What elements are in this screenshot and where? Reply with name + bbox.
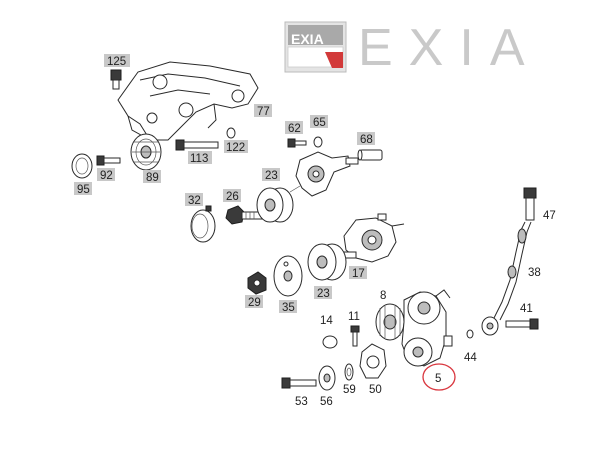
callout-5: 5: [435, 373, 441, 385]
tensioner-bracket-17: [343, 213, 405, 263]
callout-labels: 125 77 62 65 68 122 113 92 89 95 32 26 2…: [74, 54, 556, 408]
tensioner-arm-upper: [289, 151, 359, 197]
disc-35: [273, 255, 303, 297]
nut-29: [247, 271, 267, 295]
bolt-53: [281, 377, 317, 389]
bolt-41: [505, 318, 539, 330]
callout-59: 59: [343, 384, 356, 396]
engine-bracket: [117, 61, 259, 141]
callout-47: 47: [543, 210, 556, 222]
brand-logo: EXIA: [284, 21, 347, 73]
bolt-113: [175, 139, 219, 151]
callout-65: 65: [313, 117, 326, 129]
sleeve-68: [357, 149, 383, 161]
callout-8: 8: [380, 290, 386, 302]
callout-23-lower: 23: [317, 288, 330, 300]
highlight-callout-5[interactable]: 5: [422, 363, 456, 391]
callout-122: 122: [226, 142, 245, 154]
cap-14: [322, 335, 338, 349]
washer-44: [466, 329, 474, 339]
pulley-23-lower: [307, 243, 347, 281]
callout-56: 56: [320, 396, 333, 408]
callout-50: 50: [369, 384, 382, 396]
idler-pulley-89: [130, 133, 162, 171]
belt-tensioner-5: [401, 289, 453, 367]
callout-89: 89: [146, 172, 159, 184]
callout-95: 95: [77, 184, 90, 196]
callout-23-upper: 23: [265, 170, 278, 182]
bolt-62: [287, 138, 307, 148]
callout-92: 92: [100, 170, 113, 182]
callout-41: 41: [520, 303, 533, 315]
washer-122: [226, 127, 236, 139]
callout-17: 17: [352, 268, 365, 280]
brand-logo-text: EXIA: [291, 31, 324, 47]
callout-62: 62: [288, 123, 301, 135]
callout-125: 125: [107, 56, 126, 68]
pulley-56: [318, 365, 336, 391]
callout-35: 35: [282, 302, 295, 314]
cap-95: [71, 153, 93, 179]
plate-50: [359, 343, 387, 379]
bolt-11: [350, 325, 360, 347]
callout-77: 77: [257, 106, 270, 118]
callout-26: 26: [226, 191, 239, 203]
idler-pulley-8: [375, 303, 405, 341]
callout-53: 53: [295, 396, 308, 408]
callout-68: 68: [360, 134, 373, 146]
pulley-23-upper: [256, 187, 294, 223]
cap-32: [190, 205, 216, 243]
callout-38: 38: [528, 267, 541, 279]
callout-32: 32: [188, 195, 201, 207]
callout-14: 14: [320, 315, 333, 327]
brand-wordmark: EXIA: [358, 19, 541, 77]
adjuster-rod-38: [481, 187, 537, 336]
bushing-65: [313, 136, 323, 148]
callout-44: 44: [464, 352, 477, 364]
bolt-125: [110, 69, 122, 90]
bolt-92: [96, 155, 121, 166]
highlight-ring: [422, 363, 456, 391]
washer-59: [344, 363, 354, 381]
callout-113: 113: [190, 153, 208, 165]
callout-29: 29: [248, 297, 261, 309]
bolt-26: [225, 205, 263, 225]
callout-11: 11: [348, 311, 360, 323]
